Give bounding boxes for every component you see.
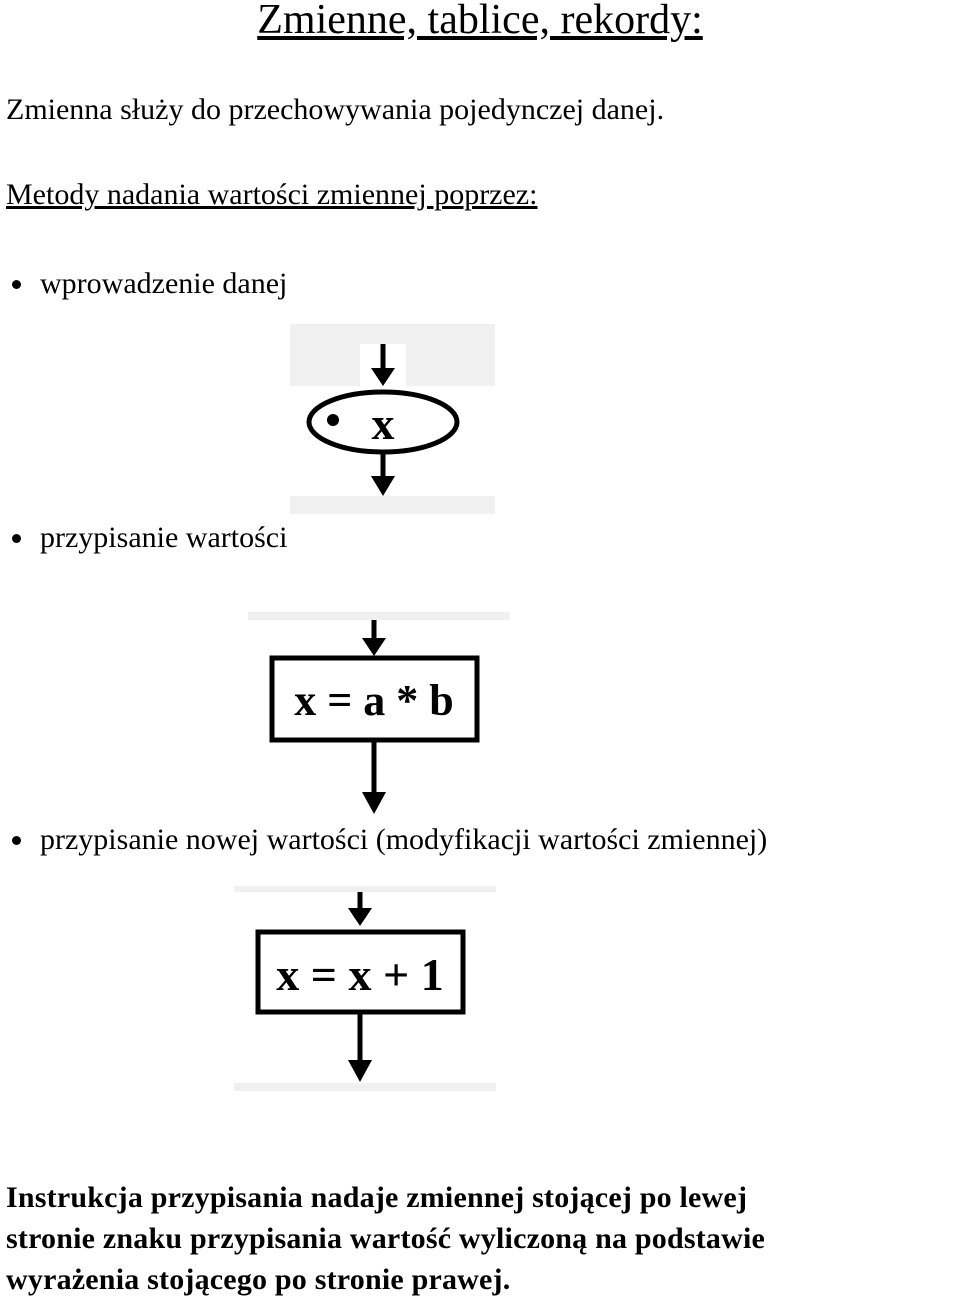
assign-expression: x = a * b — [294, 676, 454, 725]
modify-box — [255, 929, 466, 1015]
arrow-in-icon — [348, 908, 372, 926]
footer-line: wyrażenia stojącego po stronie prawej. — [6, 1263, 511, 1296]
bullet-item-modify: przypisanie nowej wartości (modyfikacji … — [0, 822, 767, 858]
footer-paragraph: Instrukcja przypisania nadaje zmiennej s… — [6, 1177, 956, 1300]
footer-line: stronie znaku przypisania wartość wylicz… — [6, 1222, 766, 1255]
bullet-label: przypisanie wartości — [40, 521, 288, 554]
bullet-label: przypisanie nowej wartości (modyfikacji … — [40, 823, 768, 856]
arrow-out-icon — [348, 1060, 372, 1082]
bullet-icon — [0, 533, 40, 543]
modify-flowchart-figure: x = x + 1 — [234, 886, 496, 1091]
bullet-icon — [0, 279, 40, 289]
arrow-in-icon — [371, 368, 395, 386]
footer-line: Instrukcja przypisania nadaje zmiennej s… — [6, 1181, 748, 1214]
assign-box — [269, 655, 480, 743]
bullet-label: wprowadzenie danej — [40, 267, 288, 300]
intro-text: Zmienna służy do przechowywania pojedync… — [6, 93, 665, 126]
arrow-in-icon — [362, 638, 386, 656]
assign-flowchart-figure: x = a * b — [248, 612, 510, 814]
arrow-out-icon — [371, 476, 395, 496]
bullet-item-assign: przypisanie wartości — [0, 520, 287, 556]
modify-expression: x = x + 1 — [276, 949, 443, 1000]
page-title: Zmienne, tablice, rekordy: — [257, 0, 703, 43]
input-dot-icon — [327, 414, 339, 426]
methods-heading: Metody nadania wartości zmiennej poprzez… — [6, 178, 538, 211]
bullet-item-input: wprowadzenie danej — [0, 266, 287, 302]
input-flowchart-figure: x — [290, 324, 495, 514]
bullet-icon — [0, 835, 40, 845]
input-variable: x — [372, 398, 395, 449]
arrow-out-icon — [362, 792, 386, 814]
